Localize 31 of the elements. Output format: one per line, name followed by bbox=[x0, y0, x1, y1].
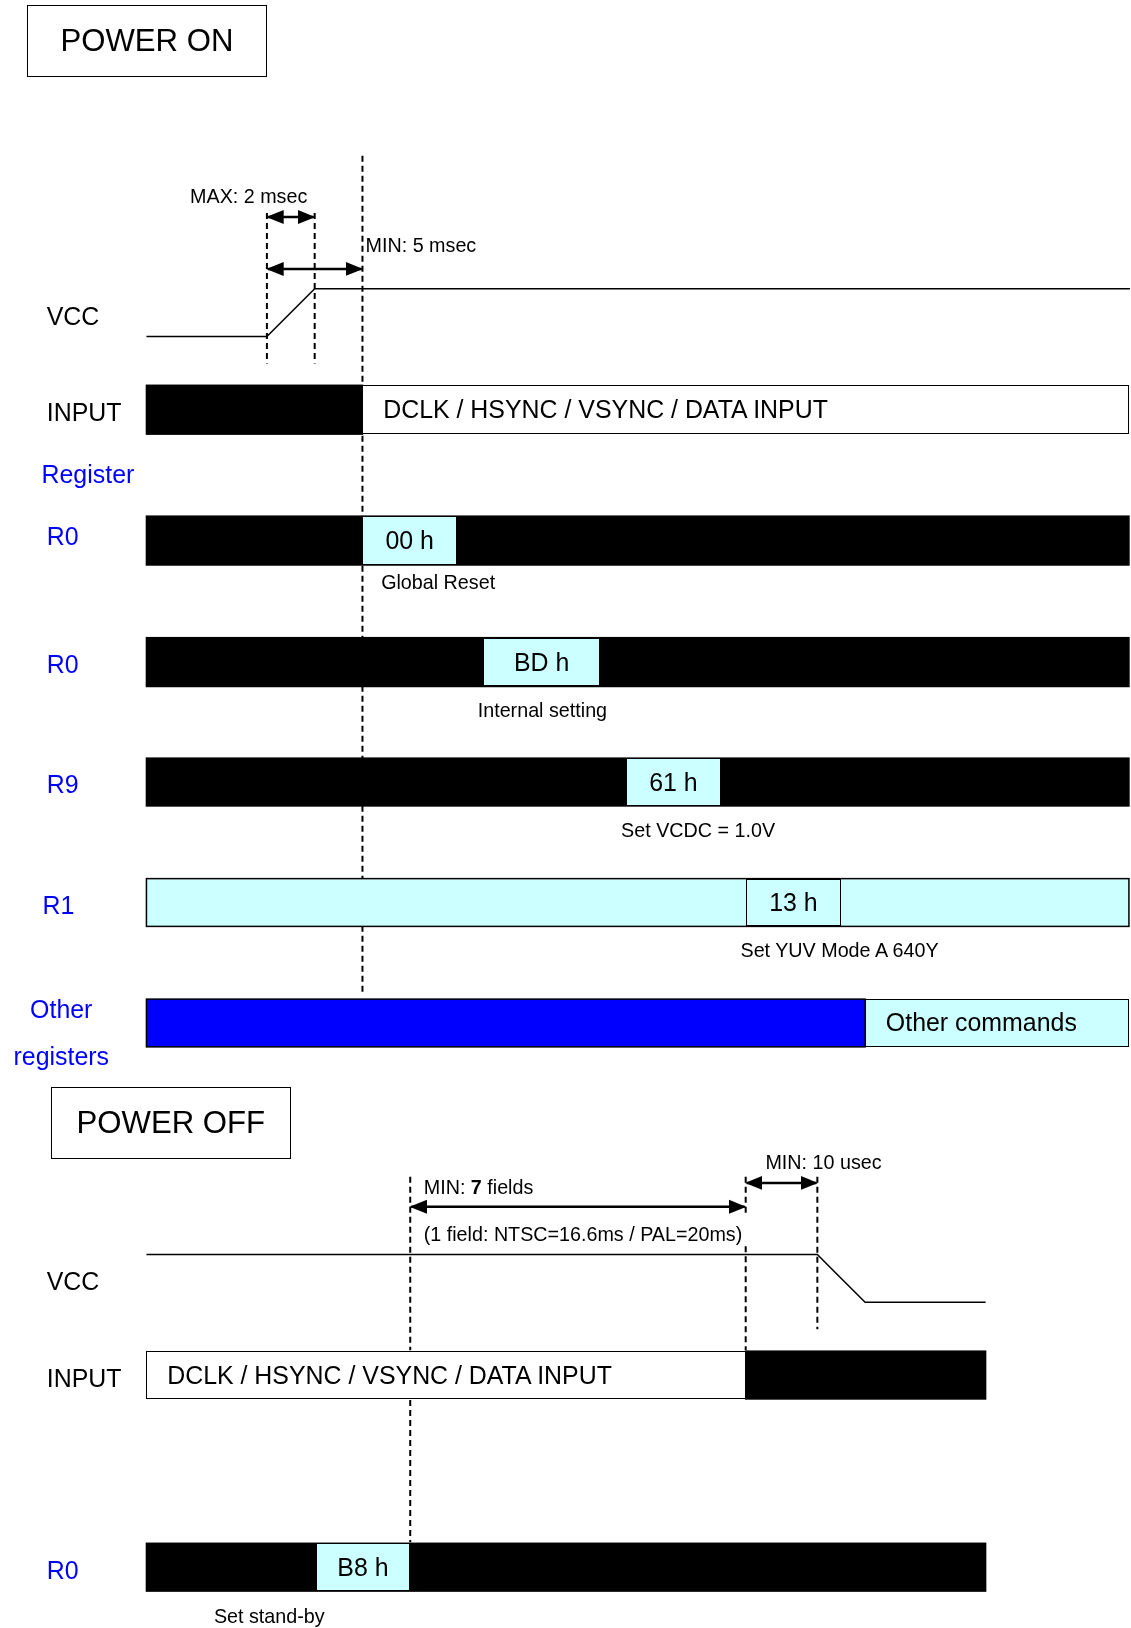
signal-name: R0 bbox=[46, 1555, 79, 1585]
timing-label: MIN: 7 fields bbox=[423, 1175, 534, 1199]
signal-name: VCC bbox=[46, 302, 100, 331]
signal-name: INPUT bbox=[46, 397, 122, 427]
signal-name: INPUT bbox=[46, 1363, 122, 1393]
value-caption: Global Reset bbox=[381, 571, 496, 594]
value-caption: Set VCDC = 1.0V bbox=[621, 819, 776, 843]
value-caption: Set YUV Mode A 640Y bbox=[740, 938, 939, 962]
register-value-cell: 13 h bbox=[745, 878, 842, 927]
timing-label: MIN: 5 msec bbox=[365, 233, 477, 257]
section-label: Register bbox=[41, 460, 135, 489]
value-caption: Set stand-by bbox=[213, 1604, 325, 1628]
section-title-box: POWER OFF bbox=[50, 1087, 291, 1160]
signal-name: R1 bbox=[42, 891, 75, 920]
register-value-cell: B8 h bbox=[315, 1543, 411, 1592]
register-value-cell: 61 h bbox=[626, 758, 721, 806]
signal-name: VCC bbox=[46, 1267, 100, 1296]
register-value-cell: Other commands bbox=[865, 999, 1129, 1047]
register-value-cell: BD h bbox=[482, 637, 601, 687]
signal-name: Other registers bbox=[12, 993, 110, 1072]
signal-name: R0 bbox=[46, 650, 79, 679]
signal-name: R0 bbox=[46, 522, 79, 552]
value-caption: Internal setting bbox=[477, 698, 608, 722]
timing-label: MIN: 10 usec bbox=[765, 1150, 882, 1174]
timing-label: MAX: 2 msec bbox=[190, 184, 308, 208]
signal-name: R9 bbox=[46, 769, 79, 799]
section-title-box: POWER ON bbox=[27, 5, 267, 77]
signal-bar: DCLK / HSYNC / VSYNC / DATA INPUT bbox=[146, 1351, 746, 1399]
timing-label: (1 field: NTSC=16.6ms / PAL=20ms) bbox=[423, 1223, 743, 1247]
register-value-cell: 00 h bbox=[362, 516, 457, 565]
signal-bar: DCLK / HSYNC / VSYNC / DATA INPUT bbox=[362, 385, 1129, 435]
